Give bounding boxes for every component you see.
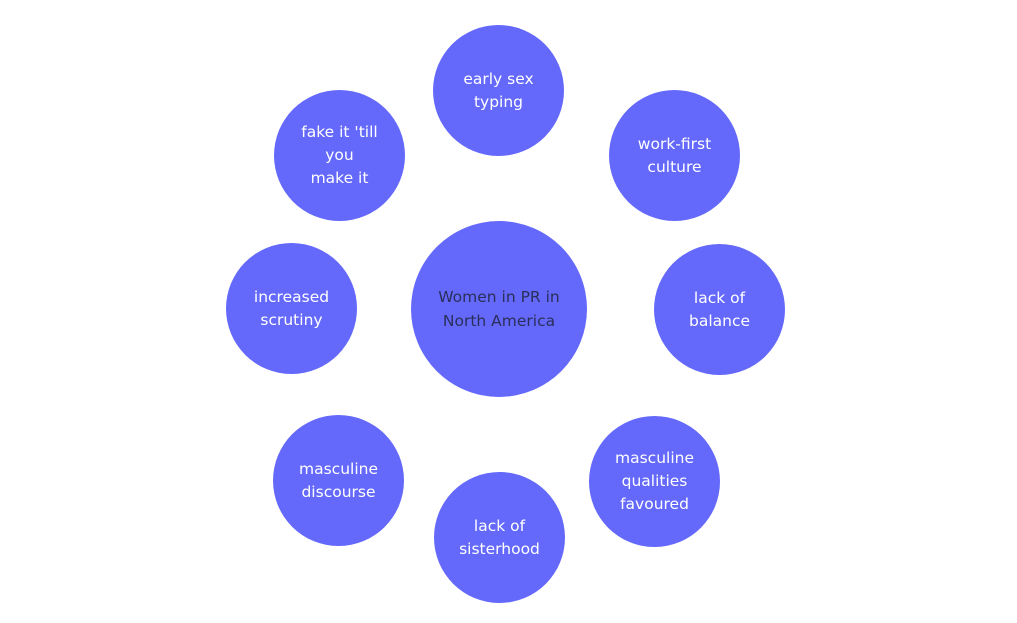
center-node: Women in PR in North America [411, 221, 587, 397]
node-label: lack of balance [688, 288, 751, 330]
node-lack-of-sisterhood: lack of sisterhood [434, 472, 565, 603]
node-early-sex-typing: early sex typing [433, 25, 564, 156]
node-label: masculine qualities favoured [615, 449, 694, 513]
node-label: work-first culture [637, 134, 712, 176]
node-masculine-discourse: masculine discourse [273, 415, 404, 546]
node-label: early sex typing [463, 69, 534, 111]
node-label: increased scrutiny [253, 287, 330, 329]
node-label: masculine discourse [299, 459, 378, 501]
node-fake-it-till-you-make-it: fake it 'till you make it [274, 90, 405, 221]
node-lack-of-balance: lack of balance [654, 244, 785, 375]
node-label: lack of sisterhood [459, 516, 540, 558]
node-work-first-culture: work-first culture [609, 90, 740, 221]
node-increased-scrutiny: increased scrutiny [226, 243, 357, 374]
node-label: fake it 'till you make it [301, 123, 378, 187]
center-node-label: Women in PR in North America [438, 288, 560, 330]
node-masculine-qualities-favoured: masculine qualities favoured [589, 416, 720, 547]
